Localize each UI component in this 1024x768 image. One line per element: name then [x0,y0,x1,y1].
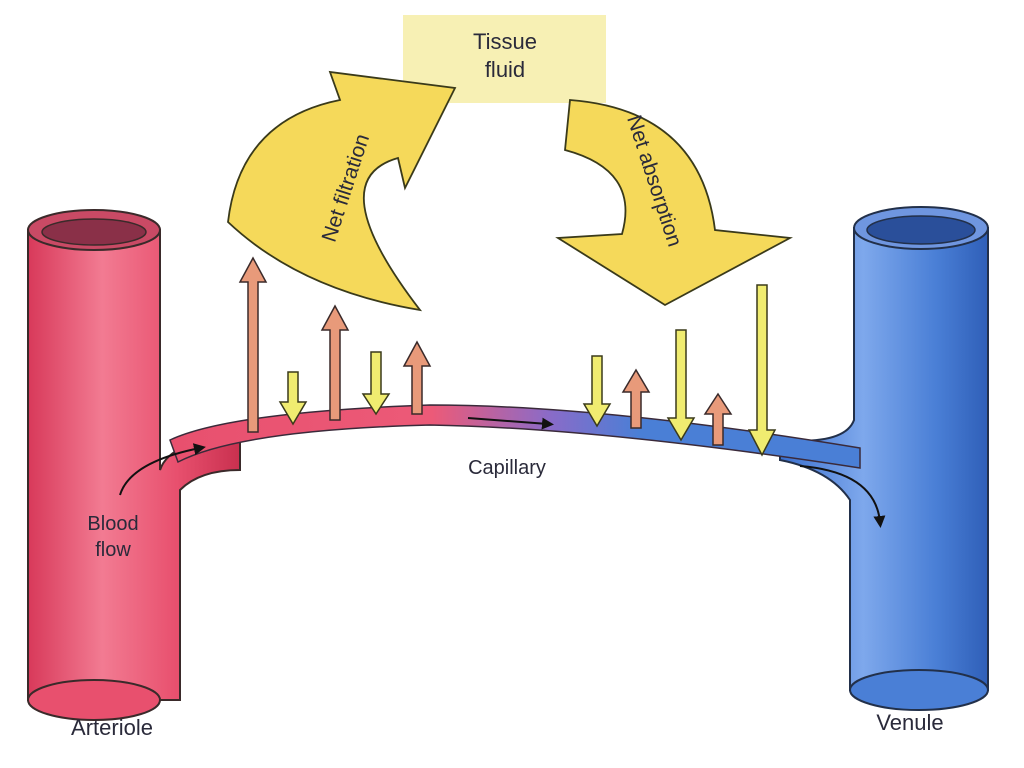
inward-arrows [278,284,777,457]
venule-flow-arrow [799,465,886,528]
outward-arrow [621,368,651,429]
outward-arrows [238,256,733,446]
capillary-flow-arrow [467,417,554,430]
outward-arrow [402,340,432,415]
outward-arrow [703,392,733,446]
net-absorption-arrow [555,99,793,307]
outward-arrow [238,256,268,433]
capillary-label: Capillary [468,457,546,479]
arteriole-vessel [27,209,241,721]
blood-flow-arrow [119,443,206,496]
arteriole-label: Arteriole [71,715,153,740]
venule-label: Venule [876,710,943,735]
tissue-fluid-label-2: fluid [485,57,525,82]
blood-flow-label-2: flow [95,539,131,561]
outward-arrow [320,304,350,421]
net-filtration-arrow [227,70,457,312]
inward-arrow [747,284,777,457]
inward-arrow [666,329,696,442]
blood-flow-label: Blood [87,513,138,535]
inward-arrow [582,355,612,428]
capillary-vessel [169,404,861,469]
tissue-fluid-label: Tissue [473,29,537,54]
venule-vessel [779,206,989,711]
inward-arrow [278,371,308,426]
inward-arrow [361,351,391,416]
